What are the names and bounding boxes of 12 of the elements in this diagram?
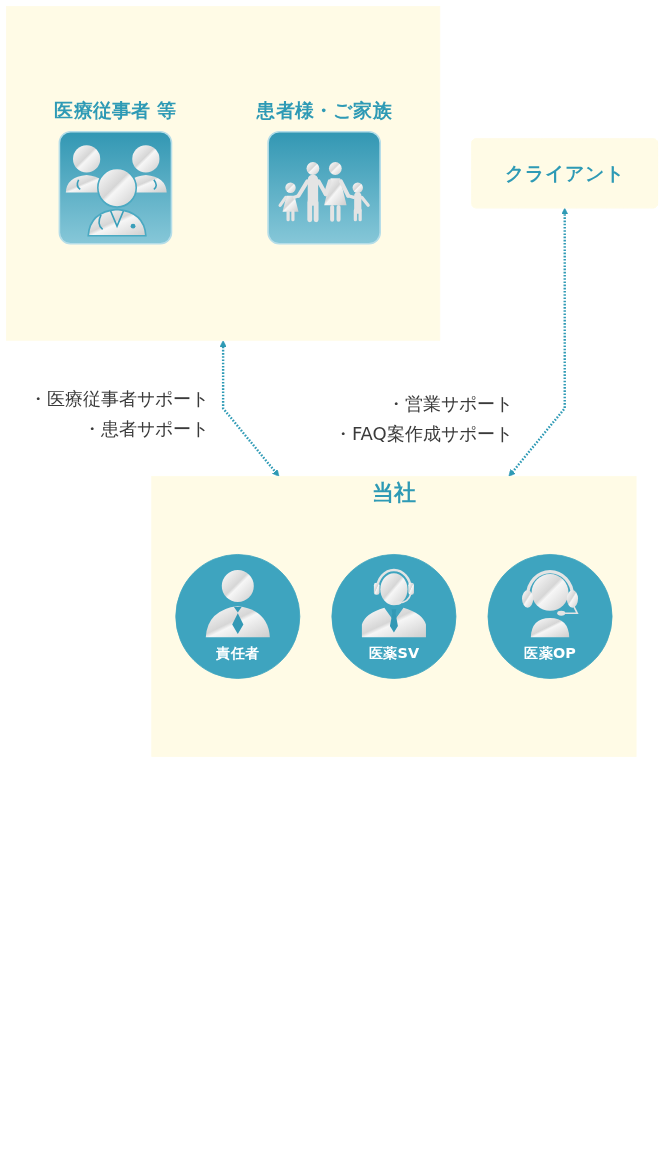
node-circle: 医薬OP — [487, 554, 613, 679]
bullet-item-text: ・医療従事者サポート — [29, 386, 210, 411]
arrow — [219, 340, 280, 477]
bullet-item-text: ・患者サポート — [83, 416, 210, 441]
cluster — [6, 6, 441, 341]
node-label: 医療従事者 等 — [54, 99, 177, 123]
node-label: 患者様・ご家族 — [256, 99, 392, 123]
arrow — [508, 207, 569, 477]
bullet-item-text: ・営業サポート — [386, 392, 513, 416]
node-circle: 医薬SV — [331, 554, 457, 679]
node-circle: 責任者 — [175, 554, 301, 679]
bullet-item-text: ・FAQ案作成サポート — [333, 422, 513, 446]
